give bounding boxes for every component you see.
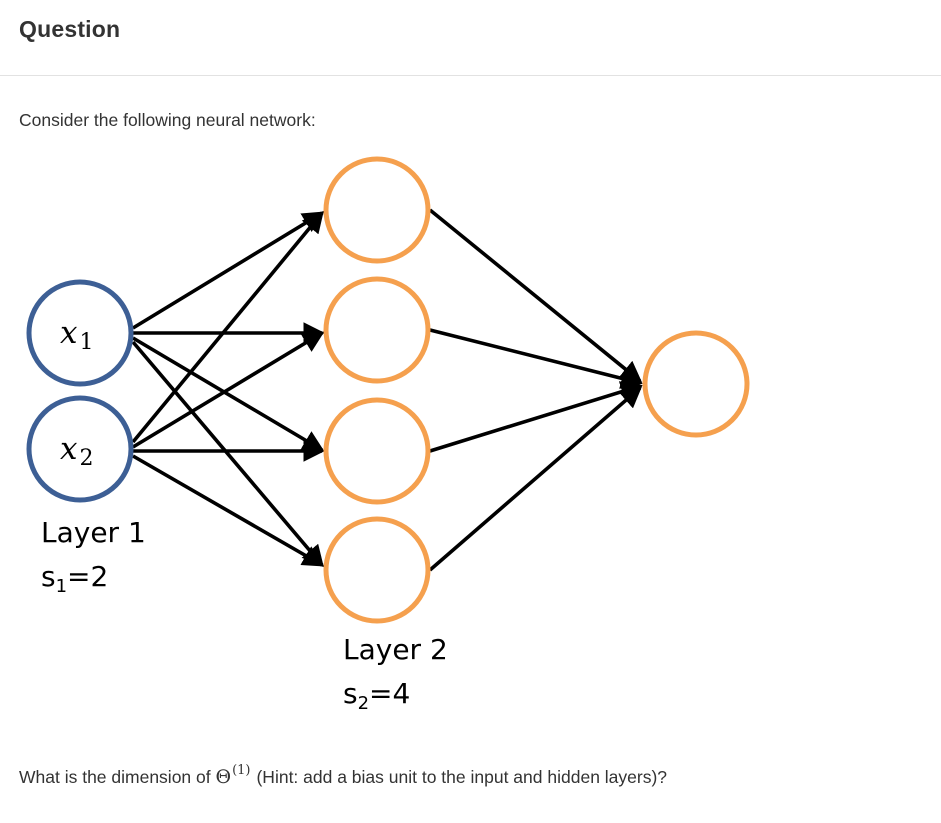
intro-text: Consider the following neural network: — [19, 110, 316, 130]
hidden-node-3 — [323, 397, 431, 505]
question-header: Question — [0, 0, 941, 76]
edge-x1-h3 — [132, 336, 325, 452]
question-title: Question — [19, 16, 121, 42]
question-text: What is the dimension of Θ(1) (Hint: add … — [19, 763, 668, 788]
edge-h2-out — [429, 328, 643, 389]
edge-x2-h4 — [132, 454, 325, 567]
hidden-layer — [323, 156, 431, 624]
edge-h4-out — [428, 386, 643, 572]
layer-2-size: s2=4 — [343, 677, 410, 714]
question-prefix: What is the dimension of — [19, 767, 216, 787]
edge-h1-out — [428, 208, 643, 383]
layer-2-labels: Layer 2 s2=4 — [343, 633, 448, 714]
edge-x1-h4 — [131, 340, 324, 568]
input-node-x2-label: x2 — [60, 431, 93, 471]
hidden-to-output-edges — [428, 208, 643, 572]
input-node-x1 — [26, 279, 134, 387]
layer-1-size: s1=2 — [41, 560, 108, 597]
hidden-node-4 — [323, 516, 431, 624]
edge-h3-out — [429, 381, 643, 453]
layer-1-labels: Layer 1 s1=2 — [41, 516, 146, 597]
hidden-node-1 — [323, 156, 431, 264]
input-node-x2 — [26, 395, 134, 503]
output-node — [642, 330, 750, 438]
edge-x1-h1 — [132, 211, 325, 330]
theta-superscript: (1) — [232, 763, 251, 778]
input-layer: x1 x2 — [26, 279, 134, 503]
layer-1-label: Layer 1 — [41, 516, 146, 549]
hidden-node-2 — [323, 276, 431, 384]
input-to-hidden-edges — [131, 210, 325, 568]
edge-x2-h1 — [131, 210, 324, 444]
theta-symbol: Θ — [215, 766, 232, 788]
layer-2-label: Layer 2 — [343, 633, 448, 666]
edge-x2-h2 — [132, 331, 325, 449]
input-node-x1-label: x1 — [60, 315, 93, 355]
question-hint: (Hint: add a bias unit to the input and … — [256, 767, 668, 787]
